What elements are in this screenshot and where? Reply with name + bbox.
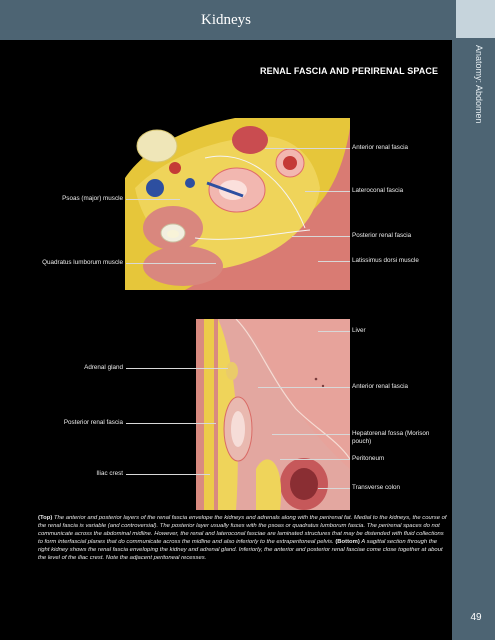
caption-bottom-label: (Bottom): [335, 539, 360, 546]
sidebar-tab: [452, 0, 495, 640]
label-psoas-muscle: Psoas (major) muscle: [62, 195, 123, 202]
label-posterior-renal-fascia-sagittal: Posterior renal fascia: [63, 419, 123, 426]
label-posterior-renal-fascia: Posterior renal fascia: [352, 232, 412, 239]
page-title: Kidneys: [201, 12, 251, 28]
leader-line: [126, 263, 216, 264]
label-iliac-crest: Iliac crest: [96, 470, 123, 477]
label-latissimus-dorsi: Latissimus dorsi muscle: [352, 257, 419, 264]
sidebar-header-box: [456, 0, 495, 38]
sidebar-section-label: Anatomy: Abdomen: [474, 45, 484, 124]
page-header: [0, 0, 452, 40]
leader-line: [126, 474, 210, 475]
caption-bottom-text: A sagittal section through the right kid…: [38, 539, 443, 562]
label-transverse-colon: Transverse colon: [352, 484, 401, 491]
leader-line: [292, 236, 350, 237]
leader-line: [265, 148, 350, 149]
axial-section-illustration: [125, 118, 350, 290]
caption-top-label: (Top): [38, 515, 53, 521]
figure-caption: (Top) The anterior and posterior layers …: [38, 514, 448, 563]
label-quadratus-lumborum: Quadratus lumborum muscle: [42, 259, 123, 266]
leader-line: [272, 434, 350, 435]
label-adrenal-gland: Adrenal gland: [84, 364, 123, 371]
section-title: RENAL FASCIA AND PERIRENAL SPACE: [260, 66, 439, 76]
page-number: 49: [470, 612, 482, 623]
label-hepatorenal-fossa: Hepatorenal fossa (Morison: [352, 430, 430, 437]
caption-top-text: The anterior and posterior layers of the…: [38, 515, 447, 546]
label-anterior-renal-fascia: Anterior renal fascia: [352, 144, 408, 151]
leader-line: [305, 191, 350, 192]
leader-line: [318, 261, 350, 262]
sagittal-section-illustration: [196, 319, 350, 510]
label-lateroconal-fascia: Lateroconal fascia: [352, 187, 404, 194]
leader-line: [318, 331, 350, 332]
leader-line: [126, 199, 180, 200]
label-hepatorenal-fossa-line2: pouch): [352, 438, 372, 445]
leader-line: [318, 488, 350, 489]
leader-line: [126, 368, 228, 369]
label-peritoneum: Peritoneum: [352, 455, 385, 462]
leader-line: [280, 459, 350, 460]
label-anterior-renal-fascia-sagittal: Anterior renal fascia: [352, 383, 408, 390]
leader-line: [258, 387, 350, 388]
leader-line: [126, 423, 216, 424]
label-liver: Liver: [352, 327, 366, 334]
